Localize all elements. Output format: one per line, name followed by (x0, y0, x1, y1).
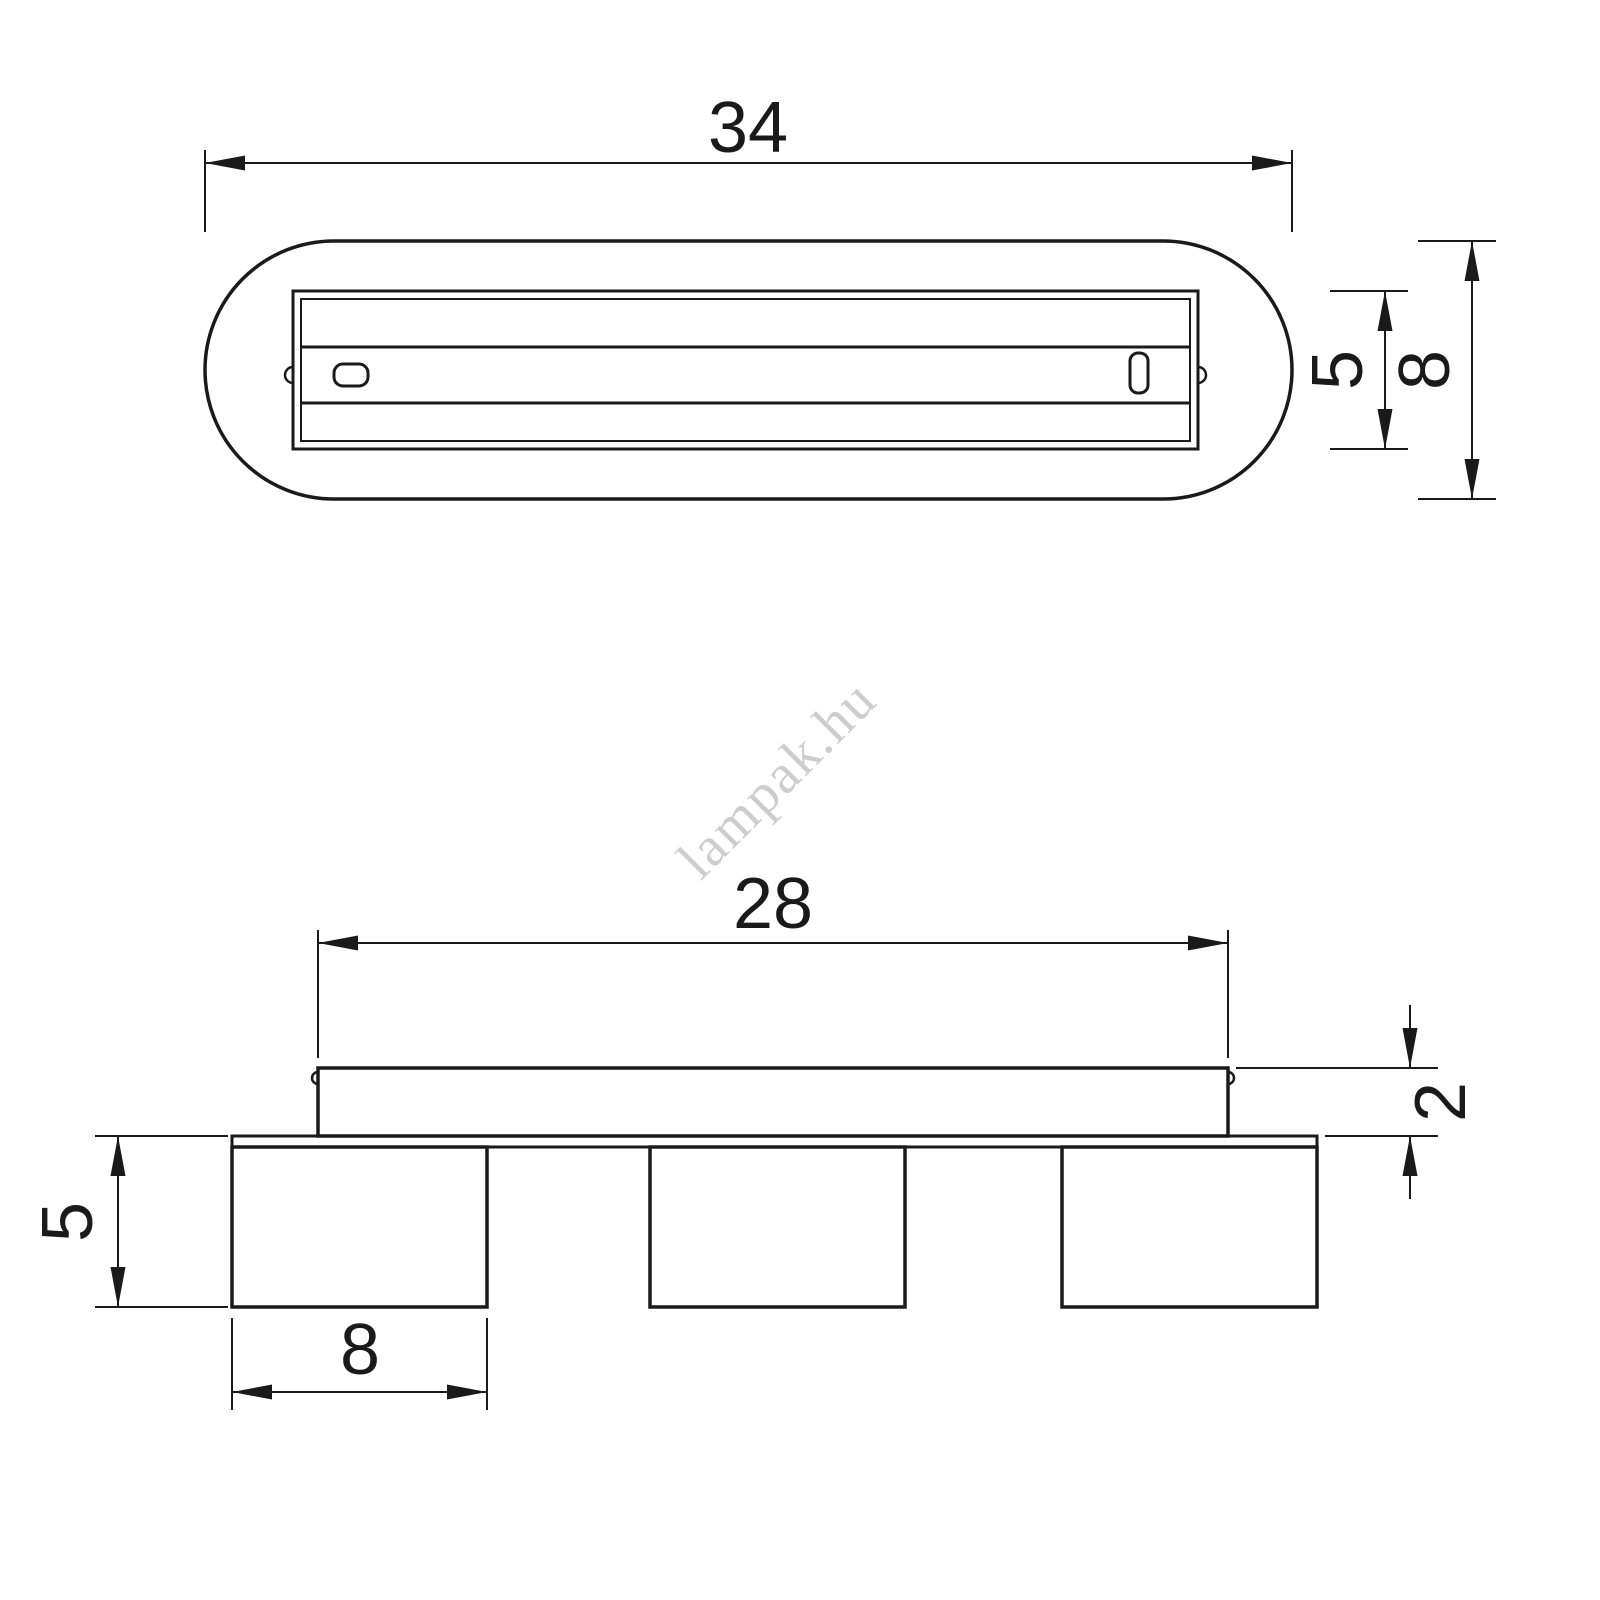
arrowhead-up (1402, 1136, 1418, 1176)
spot-box-3 (1060, 1145, 1319, 1309)
inner-plate-inset (300, 298, 1191, 442)
right-fixing-slot (1128, 351, 1150, 395)
dim-front-base-width: 28 (317, 864, 1229, 1058)
dim-front-base-thickness: 2 (1236, 1005, 1481, 1199)
arrowhead-right (447, 1384, 487, 1400)
arrowhead-down (1402, 1028, 1418, 1068)
mount-bar (316, 1066, 1230, 1138)
arrowhead-up (1464, 241, 1480, 281)
front-view (230, 1066, 1319, 1309)
arrowhead-right (1252, 155, 1292, 171)
dim-front-spot-height-label: 5 (28, 1202, 108, 1242)
bar-right-screw-bump (1227, 1070, 1236, 1086)
watermark: lampak.hu (666, 668, 889, 891)
arrowhead-right (1188, 935, 1228, 951)
dim-top-overall-height: 8 (1385, 240, 1496, 500)
dim-front-thickness-label: 2 (1401, 1082, 1481, 1122)
left-screw-bump (283, 365, 294, 385)
dim-front-spot-width-label: 8 (340, 1310, 380, 1390)
inner-plate-outline (291, 289, 1200, 451)
top-view (203, 239, 1294, 501)
bar-left-screw-bump (310, 1070, 319, 1086)
left-fixing-slot (332, 362, 370, 388)
dim-top-width-label: 34 (708, 88, 788, 168)
arrowhead-up (110, 1136, 126, 1176)
dim-top-plate-height: 5 (1298, 290, 1408, 450)
spot-box-2 (648, 1145, 907, 1309)
dim-front-spot-height: 5 (28, 1135, 228, 1308)
dim-front-spot-width: 8 (231, 1310, 488, 1410)
dim-top-overall-width: 34 (204, 88, 1293, 232)
right-screw-bump (1197, 365, 1208, 385)
arrowhead-down (1377, 409, 1393, 449)
arrowhead-up (1377, 291, 1393, 331)
arrowhead-left (232, 1384, 272, 1400)
canopy-outline (203, 239, 1294, 501)
arrowhead-down (1464, 459, 1480, 499)
spot-box-1 (230, 1145, 489, 1309)
arrowhead-down (110, 1267, 126, 1307)
dim-top-overall-height-label: 8 (1385, 350, 1465, 390)
dim-front-width-label: 28 (733, 864, 813, 944)
arrowhead-left (205, 155, 245, 171)
dim-top-plate-height-label: 5 (1298, 350, 1378, 390)
arrowhead-left (318, 935, 358, 951)
